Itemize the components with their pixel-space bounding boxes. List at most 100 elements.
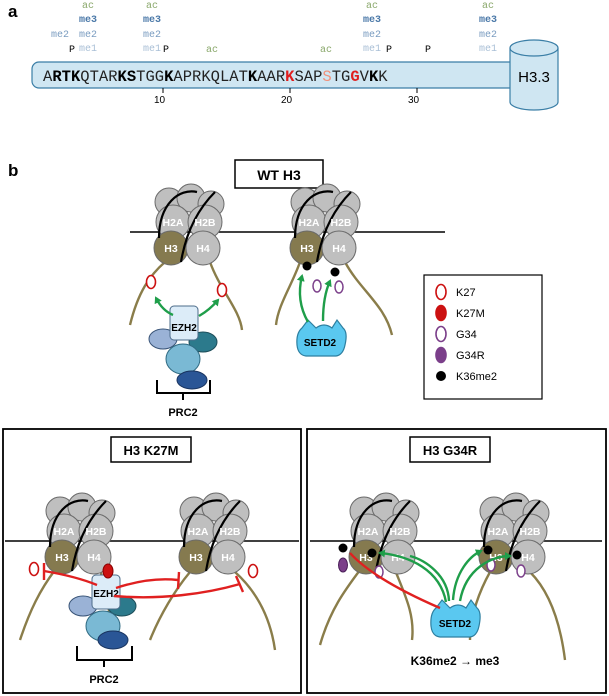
sequence-residue: A [173,68,183,86]
dna-wrap [315,191,352,263]
sequence-residue: T [239,68,248,86]
histone-label: H2A [298,217,319,229]
sequence-residue: P [313,68,322,86]
modification-label: ac [146,1,158,12]
sequence-residue: R [276,68,285,86]
prc2-complex-wt [148,305,218,390]
activation-arrow-icon [198,298,220,318]
g34r-marker-icon [338,557,348,573]
histone-label: H2A [487,526,508,538]
dna-wrap [374,500,411,572]
sequence-residue: G [155,68,164,86]
g34r-caption: K36me2 → me3 [411,654,500,668]
k27-marker-icon [28,561,40,577]
legend-label: K27M [456,308,485,320]
prc2-bracket [156,380,211,400]
legend-label: G34 [456,329,477,341]
histone-label: H4 [221,552,235,564]
modification-label: me1 [79,44,97,55]
sequence-residue: K [378,68,388,86]
activation-arrow-icon [154,296,174,317]
barrel-label: H3.3 [518,69,550,86]
k27-marker-icon [247,563,259,579]
dna-wrap [482,499,523,548]
k27m-marker-icon [102,563,114,579]
wt-title: WT H3 [257,167,301,183]
sequence-residue: A [267,68,277,86]
k36me2-dot-icon [483,545,493,555]
h33-barrel [509,39,559,111]
g34-marker-icon [312,279,322,293]
modification-label: ac [482,1,494,12]
setd2-enzyme-g34r [430,598,481,638]
sequence-residue: K [369,68,379,86]
activation-arrow-icon [321,279,332,322]
setd2-label: SETD2 [439,619,472,630]
histone-h4 [185,230,221,266]
k36me2-dot-icon [338,543,348,553]
legend-label: K27 [456,287,476,299]
dna-wrap [204,500,241,572]
tick-label-10: 10 [154,95,166,106]
sequence-residue: G [350,68,359,86]
histone-h4 [76,539,112,575]
histone-h4 [321,230,357,266]
sequence-ticks [162,88,418,93]
k36me2-dot-icon [330,267,340,277]
sequence-residue: K [71,68,81,86]
tick-label-20: 20 [281,95,293,106]
histone-label: H2B [389,526,410,538]
tick-label-30: 30 [408,95,420,106]
sequence-text: ARTKQTARKSTGGKAPRKQLATKAARKSAPSTGGVKK [43,68,388,86]
k27m-panel-box [2,428,302,694]
sequence-residue: K [201,68,211,86]
sequence-residue: S [294,68,303,86]
modification-label: ac [320,45,332,56]
histone-label: H2B [330,217,351,229]
panel-a-letter: a [8,2,18,21]
ezh2-label: EZH2 [93,589,119,600]
modification-label: P [163,45,169,56]
sequence-residue: K [164,68,174,86]
sequence-residue: A [257,68,267,86]
g34r-title-box [409,436,491,463]
activation-arrow-icon [378,549,512,603]
histone-label: H4 [521,552,535,564]
sequence-residue: V [360,68,370,86]
k27m-histone-tails [18,569,277,651]
inhibition-bar-icon [42,563,245,599]
modification-label: me2 [79,30,97,41]
g34r-panel-box [306,428,607,694]
histone-label: H4 [332,243,346,255]
modification-label: me3 [79,15,97,26]
dna-wrap [48,499,89,548]
dna-wrap [352,499,393,548]
modification-label: me3 [143,15,161,26]
sequence-residue: Q [211,68,220,86]
modification-label: me2 [51,30,69,41]
dna-wrap [504,500,541,572]
sequence-residue: T [62,68,71,86]
sequence-residue: R [192,68,201,86]
modification-label: ac [206,45,218,56]
modification-label: me3 [479,15,497,26]
legend-label: G34R [456,350,485,362]
histone-label: H2B [85,526,106,538]
sequence-residue: L [220,68,229,86]
histone-label: H2A [53,526,74,538]
sequence-residue: A [229,68,239,86]
wt-histone-tails [128,261,394,336]
histone-label: H2A [162,217,183,229]
sequence-residue: R [52,68,62,86]
sequence-residue: G [145,68,154,86]
modification-label: me2 [479,30,497,41]
sequence-residue: K [118,68,128,86]
histone-label: H3 [300,243,314,255]
histone-label: H4 [87,552,101,564]
setd2-label: SETD2 [304,338,337,349]
